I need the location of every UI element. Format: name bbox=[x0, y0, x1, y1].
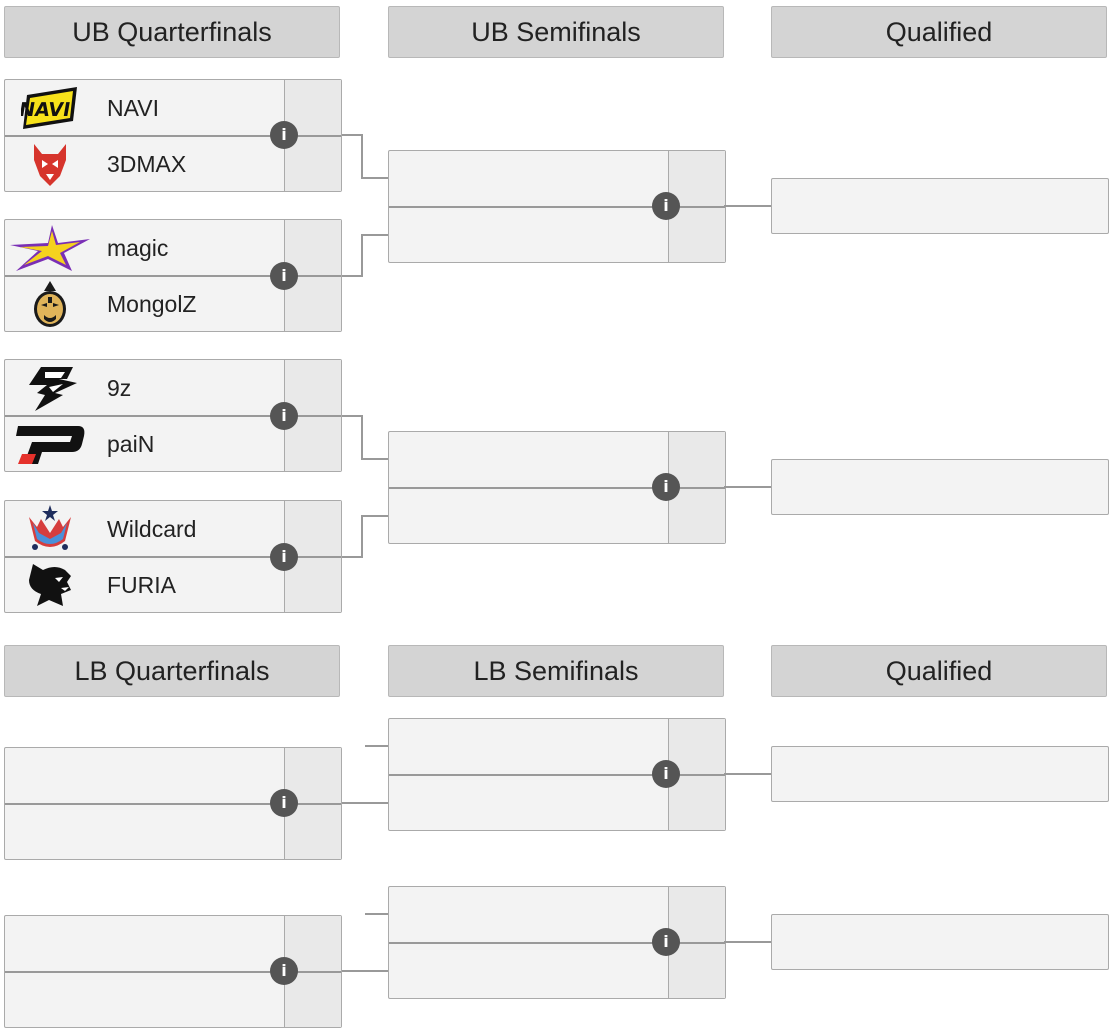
team-slot[interactable]: 9z bbox=[5, 360, 285, 416]
bracket-connector bbox=[724, 486, 771, 488]
team-name: Wildcard bbox=[107, 515, 197, 542]
header-label: LB Semifinals bbox=[473, 655, 639, 686]
info-icon[interactable]: i bbox=[270, 789, 298, 817]
team-name: 3DMAX bbox=[107, 150, 187, 177]
lb-qualified-slot-2[interactable] bbox=[771, 914, 1109, 970]
match-divider bbox=[5, 803, 341, 805]
team-name: NAVI bbox=[107, 94, 159, 121]
bracket-connector bbox=[361, 234, 388, 236]
bracket-connector bbox=[724, 773, 771, 775]
match-divider bbox=[389, 774, 725, 776]
bracket-connector bbox=[724, 205, 771, 207]
team-name: magic bbox=[107, 234, 169, 261]
team-slot[interactable]: 3DMAX bbox=[5, 136, 285, 192]
navi-logo: NAVI bbox=[5, 80, 95, 136]
info-icon[interactable]: i bbox=[270, 262, 298, 290]
team-slot[interactable]: magic bbox=[5, 220, 285, 276]
team-slot[interactable]: NAVI NAVI bbox=[5, 80, 285, 136]
bracket-connector bbox=[342, 134, 362, 136]
info-icon[interactable]: i bbox=[270, 543, 298, 571]
match-divider bbox=[5, 275, 341, 277]
info-icon[interactable]: i bbox=[652, 760, 680, 788]
match-divider bbox=[5, 135, 341, 137]
header-ub-semifinals: UB Semifinals bbox=[388, 6, 724, 58]
team-name: 9z bbox=[107, 374, 132, 401]
bracket-connector bbox=[342, 970, 388, 972]
bracket-connector bbox=[361, 415, 363, 459]
bracket-connector bbox=[342, 415, 362, 417]
bracket-connector bbox=[361, 177, 388, 179]
bracket-connector bbox=[724, 941, 771, 943]
team-slot[interactable]: MongolZ bbox=[5, 276, 285, 332]
mongolz-logo bbox=[5, 276, 95, 332]
svg-text:NAVI: NAVI bbox=[21, 98, 72, 121]
9z-logo bbox=[5, 360, 95, 416]
info-icon[interactable]: i bbox=[270, 957, 298, 985]
bracket-connector bbox=[361, 234, 363, 277]
bracket-connector bbox=[361, 134, 363, 178]
team-name: MongolZ bbox=[107, 290, 197, 317]
info-icon[interactable]: i bbox=[652, 192, 680, 220]
bracket-connector bbox=[365, 745, 388, 747]
header-label: Qualified bbox=[885, 655, 993, 686]
info-icon[interactable]: i bbox=[270, 402, 298, 430]
team-slot[interactable]: paiN bbox=[5, 416, 285, 472]
magic-logo bbox=[5, 220, 95, 276]
bracket-connector bbox=[361, 515, 388, 517]
pain-logo bbox=[5, 416, 95, 472]
header-label: LB Quarterfinals bbox=[74, 655, 270, 686]
bracket-connector bbox=[342, 802, 388, 804]
info-icon[interactable]: i bbox=[652, 473, 680, 501]
match-divider bbox=[5, 971, 341, 973]
ub-qualified-slot-1[interactable] bbox=[771, 178, 1109, 234]
lb-qualified-slot-1[interactable] bbox=[771, 746, 1109, 802]
team-slot[interactable]: Wildcard bbox=[5, 501, 285, 557]
team-name: FURIA bbox=[107, 571, 176, 598]
lb-qf-match-2[interactable] bbox=[4, 915, 342, 1028]
ub-sf-match-2[interactable] bbox=[388, 431, 726, 544]
match-divider bbox=[5, 415, 341, 417]
bracket-connector bbox=[361, 458, 388, 460]
info-icon[interactable]: i bbox=[270, 121, 298, 149]
info-icon[interactable]: i bbox=[652, 928, 680, 956]
bracket-connector bbox=[342, 556, 362, 558]
header-lb-quarterfinals: LB Quarterfinals bbox=[4, 645, 340, 697]
match-divider bbox=[5, 556, 341, 558]
match-divider bbox=[389, 487, 725, 489]
bracket-connector bbox=[361, 515, 363, 558]
match-divider bbox=[389, 206, 725, 208]
header-label: UB Semifinals bbox=[471, 16, 641, 47]
team-slot[interactable]: FURIA bbox=[5, 557, 285, 613]
wildcard-logo bbox=[5, 501, 95, 557]
header-label: Qualified bbox=[885, 16, 993, 47]
header-ub-quarterfinals: UB Quarterfinals bbox=[4, 6, 340, 58]
3dmax-logo bbox=[5, 136, 95, 192]
bracket-connector bbox=[342, 275, 362, 277]
header-ub-qualified: Qualified bbox=[771, 6, 1107, 58]
ub-qf-match-3: 9z paiN bbox=[4, 359, 342, 472]
match-divider bbox=[389, 942, 725, 944]
header-lb-semifinals: LB Semifinals bbox=[388, 645, 724, 697]
team-name: paiN bbox=[107, 430, 155, 457]
header-lb-qualified: Qualified bbox=[771, 645, 1107, 697]
ub-qualified-slot-2[interactable] bbox=[771, 459, 1109, 515]
header-label: UB Quarterfinals bbox=[72, 16, 272, 47]
bracket-connector bbox=[365, 913, 388, 915]
furia-logo bbox=[5, 557, 95, 613]
